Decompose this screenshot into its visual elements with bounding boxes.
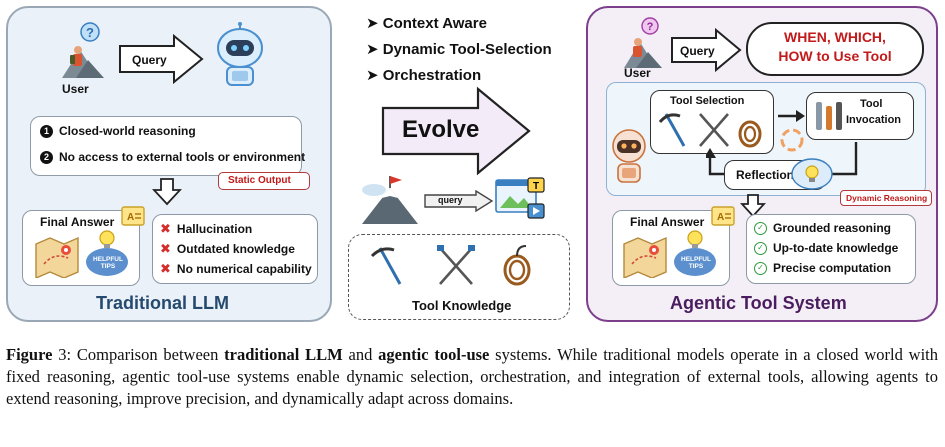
limitation-number: 1 (40, 124, 53, 138)
caption-number: 3: (58, 345, 72, 364)
issues-box (152, 214, 318, 284)
user-hiker-icon: ? (58, 20, 108, 80)
benefits-box (746, 214, 916, 284)
reflection-label: Reflection (736, 168, 795, 182)
limitation-number: 2 (40, 150, 53, 164)
feature-item: ➤ Dynamic Tool-Selection (366, 41, 552, 58)
check-icon: ✓ (754, 261, 767, 275)
final-answer-label: Final Answer (40, 215, 115, 229)
feature-text: Dynamic Tool-Selection (382, 41, 552, 58)
agentic-tool-system-title: Agentic Tool System (670, 293, 847, 313)
caption-bold-term: agentic tool-use (378, 345, 490, 364)
issue-item: ✖ Hallucination (160, 221, 252, 237)
query-small-label: query (438, 195, 463, 205)
query-label: Query (132, 53, 167, 67)
svg-text:?: ? (647, 21, 654, 33)
svg-text:T: T (533, 181, 539, 192)
issue-item: ✖ No numerical capability (160, 261, 312, 277)
tool-knowledge-label: Tool Knowledge (412, 298, 512, 313)
static-output-tag (218, 172, 310, 190)
feature-text: Orchestration (382, 67, 482, 84)
robot-icon (210, 22, 270, 88)
down-arrow-icon (739, 194, 767, 218)
document-icon: A (120, 205, 146, 227)
limitations-box (30, 116, 302, 176)
caption-prefix: Figure (6, 345, 53, 364)
ice-axe-icon (370, 244, 408, 286)
question-bubble (746, 22, 924, 76)
final-answer-label: Final Answer (630, 215, 705, 229)
limitation-item: 2 No access to external tools or environ… (40, 150, 305, 164)
svg-text:?: ? (86, 25, 94, 40)
issue-text: Outdated knowledge (176, 242, 295, 256)
map-icon (622, 234, 668, 280)
check-icon: ✓ (754, 241, 767, 255)
right-arrow-icon (776, 108, 806, 124)
feature-item: ➤ Context Aware (366, 15, 487, 32)
user-label: User (624, 66, 651, 80)
helpful-tips-label: HELPFUL TIPS (93, 256, 123, 270)
traditional-llm-title: Traditional LLM (96, 293, 229, 313)
caption-bold-term: traditional LLM (224, 345, 343, 364)
benefit-item: ✓ Precise computation (754, 261, 891, 275)
document-icon: A (710, 205, 736, 227)
limitation-text: Closed-world reasoning (59, 124, 196, 138)
benefit-item: ✓ Grounded reasoning (754, 221, 891, 235)
wrench-icon (812, 98, 846, 134)
tool-invocation-box (806, 92, 914, 140)
query-label: Query (680, 44, 715, 58)
evolve-arrow (380, 86, 532, 176)
x-mark-icon: ✖ (160, 261, 171, 276)
down-arrow-icon (151, 178, 183, 206)
helpful-tips-label: HELPFUL TIPS (681, 256, 711, 270)
caption-text: Comparison between (71, 345, 225, 364)
tools-icon (658, 110, 768, 150)
rope-icon (500, 244, 534, 288)
dynamic-reasoning-label: Dynamic Reasoning (846, 193, 928, 203)
user-label: User (62, 82, 89, 96)
issue-text: Hallucination (176, 222, 253, 236)
benefit-item: ✓ Up-to-date knowledge (754, 241, 898, 255)
limitation-text: No access to external tools or environme… (59, 150, 306, 164)
check-icon: ✓ (754, 221, 767, 235)
lightbulb-thought-icon (790, 156, 834, 194)
benefit-text: Grounded reasoning (773, 221, 892, 235)
query-small-arrow (424, 189, 494, 213)
issue-item: ✖ Outdated knowledge (160, 241, 295, 257)
svg-text:A: A (717, 212, 724, 223)
trekking-poles-icon (436, 244, 476, 288)
tool-invocation-line-2: Invocation (846, 114, 902, 126)
question-line-2: HOW to Use Tool (778, 48, 892, 64)
agent-robot-icon (608, 126, 650, 188)
dynamic-reasoning-tag (840, 190, 932, 206)
feature-item: ➤ Orchestration (366, 67, 482, 84)
query-arrow (118, 33, 204, 85)
benefit-text: Precise computation (773, 261, 892, 275)
issue-text: No numerical capability (176, 262, 312, 276)
evolve-label: Evolve (402, 116, 480, 143)
static-output-label: Static Output (228, 175, 291, 186)
helpful-tips-icon (672, 228, 718, 282)
media-screen-icon: T (494, 176, 548, 222)
user-hiker-icon: ? (620, 16, 666, 70)
caption-text: systems. While traditional models operat… (6, 345, 938, 408)
question-line-1: WHEN, WHICH, (784, 29, 886, 45)
caption-text: and (342, 345, 379, 364)
query-arrow (670, 27, 742, 73)
cycle-icon (778, 126, 806, 154)
helpful-tips-icon (84, 228, 130, 282)
svg-text:A: A (127, 212, 134, 223)
mountain-flag-icon (360, 176, 422, 226)
x-mark-icon: ✖ (160, 241, 171, 256)
feature-text: Context Aware (382, 15, 487, 32)
tool-selection-label: Tool Selection (670, 95, 745, 107)
figure-caption: Figure 3: Comparison between traditional… (6, 344, 938, 410)
tool-invocation-line-1: Tool (860, 98, 883, 110)
limitation-item: 1 Closed-world reasoning (40, 124, 196, 138)
benefit-text: Up-to-date knowledge (773, 241, 899, 255)
x-mark-icon: ✖ (160, 221, 171, 236)
map-icon (34, 234, 80, 280)
